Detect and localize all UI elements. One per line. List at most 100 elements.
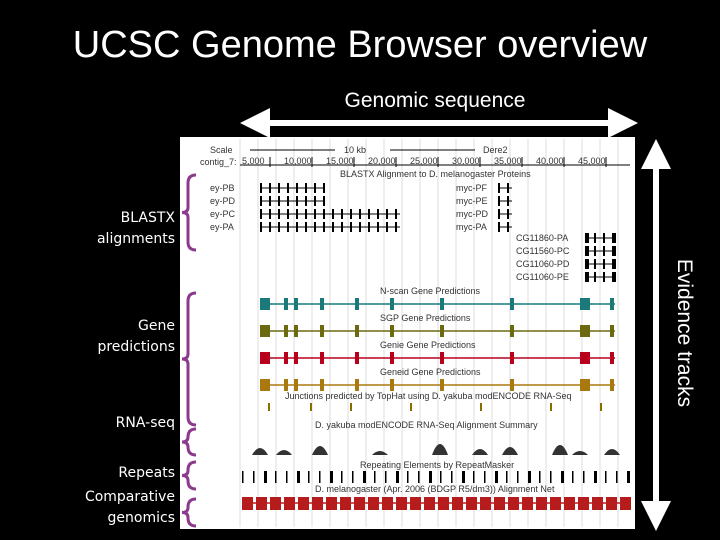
blastx-left-label: ey-PA: [210, 222, 234, 232]
repeat-element: [374, 471, 376, 483]
blastx-block: [314, 209, 316, 219]
junction-mark: [410, 403, 412, 411]
blastx-block: [594, 246, 596, 256]
blastx-block: [269, 209, 271, 219]
blastx-block: [603, 259, 605, 269]
blastx-block: [278, 183, 280, 193]
repeat-element: [407, 471, 409, 483]
blastx-block: [269, 222, 271, 232]
gene-track-title: Genie Gene Predictions: [380, 340, 476, 350]
gene-exon: [260, 325, 270, 337]
brace-rnaseq: [181, 427, 197, 457]
blastx-block: [287, 209, 289, 219]
blastx-block: [507, 209, 509, 219]
blastx-block: [296, 196, 298, 206]
gene-exon: [610, 298, 614, 310]
repeat-element: [594, 471, 597, 483]
gene-track-title: Geneid Gene Predictions: [380, 367, 481, 377]
repeat-element: [264, 471, 267, 483]
blastx-block: [368, 209, 370, 219]
slide-title: UCSC Genome Browser overview: [72, 24, 648, 66]
repeat-element: [605, 471, 607, 483]
repeat-element: [308, 471, 310, 483]
ruler-tick-label: 35,000: [494, 156, 522, 166]
gene-exon: [284, 352, 288, 364]
gene-exon: [355, 352, 359, 364]
blastx-block: [612, 233, 616, 243]
junction-mark: [600, 403, 602, 411]
blastx-block: [332, 209, 334, 219]
repeat-element: [462, 471, 465, 483]
gene-exon: [440, 298, 444, 310]
blastx-block: [269, 196, 271, 206]
blastx-block: [395, 222, 397, 232]
rnaseq-coverage-peak: [312, 446, 328, 455]
rnaseq-coverage-peak: [472, 449, 488, 455]
blastx-block: [296, 209, 298, 219]
blastx-block: [507, 196, 509, 206]
rnaseq-coverage-peak: [502, 447, 518, 455]
track-group-label-line: genomics: [107, 510, 175, 526]
gene-exon: [390, 379, 394, 391]
blastx-block: [323, 183, 325, 193]
blastx-block: [498, 183, 500, 193]
blastx-block: [603, 233, 605, 243]
gene-exon: [510, 325, 514, 337]
blastx-left-label: ey-PC: [210, 209, 236, 219]
gene-exon: [294, 379, 298, 391]
blastx-block: [305, 222, 307, 232]
track-group-label-line: Repeats: [118, 465, 175, 481]
blastx-block: [260, 183, 262, 193]
brace-repeats: [181, 460, 197, 491]
repeat-element: [330, 471, 333, 483]
repeat-element: [583, 471, 585, 483]
repeat-element: [440, 471, 442, 483]
repeat-element: [253, 471, 255, 483]
gene-exon: [294, 352, 298, 364]
blastx-right-label: CG11060-PD: [516, 259, 570, 269]
gene-exon: [440, 379, 444, 391]
repeat-element: [363, 471, 366, 483]
repeat-element: [286, 471, 288, 483]
blastx-block: [278, 196, 280, 206]
blastx-block: [585, 259, 589, 269]
blastx-block: [314, 183, 316, 193]
repeat-element: [528, 471, 531, 483]
ruler-tick-label: 25,000: [410, 156, 438, 166]
rnaseq-coverage-peak: [604, 449, 620, 455]
blastx-block: [323, 196, 325, 206]
rnaseq-coverage-peak: [552, 445, 568, 455]
repeat-element: [616, 471, 618, 483]
blastx-block: [507, 183, 509, 193]
blastx-block: [585, 246, 589, 256]
blastx-right-label: CG11860-PA: [516, 233, 568, 243]
track-group-braces: [181, 173, 197, 528]
gene-exon: [294, 298, 298, 310]
gene-exon: [260, 298, 270, 310]
brace-blastx: [181, 173, 197, 252]
comparative-track-title: D. melanogaster (Apr. 2006 (BDGP R5/dm3)…: [315, 484, 555, 494]
blastx-block: [612, 272, 616, 282]
blastx-block: [594, 259, 596, 269]
gene-exon: [284, 298, 288, 310]
gene-exon: [284, 325, 288, 337]
blastx-block: [368, 222, 370, 232]
assembly-label: Dere2: [483, 145, 508, 155]
rnaseq-coverage-peak: [572, 451, 588, 455]
repeat-element: [517, 471, 519, 483]
gene-exon: [440, 325, 444, 337]
blastx-block: [377, 209, 379, 219]
blastx-block: [260, 209, 262, 219]
blastx-block: [395, 209, 397, 219]
gene-exon: [610, 352, 614, 364]
rnaseq-coverage-peak: [372, 451, 388, 455]
gene-exon: [390, 352, 394, 364]
track-group-label-line: alignments: [96, 231, 175, 247]
junction-track-title: Junctions predicted by TopHat using D. y…: [285, 391, 571, 401]
junction-mark: [480, 403, 482, 411]
